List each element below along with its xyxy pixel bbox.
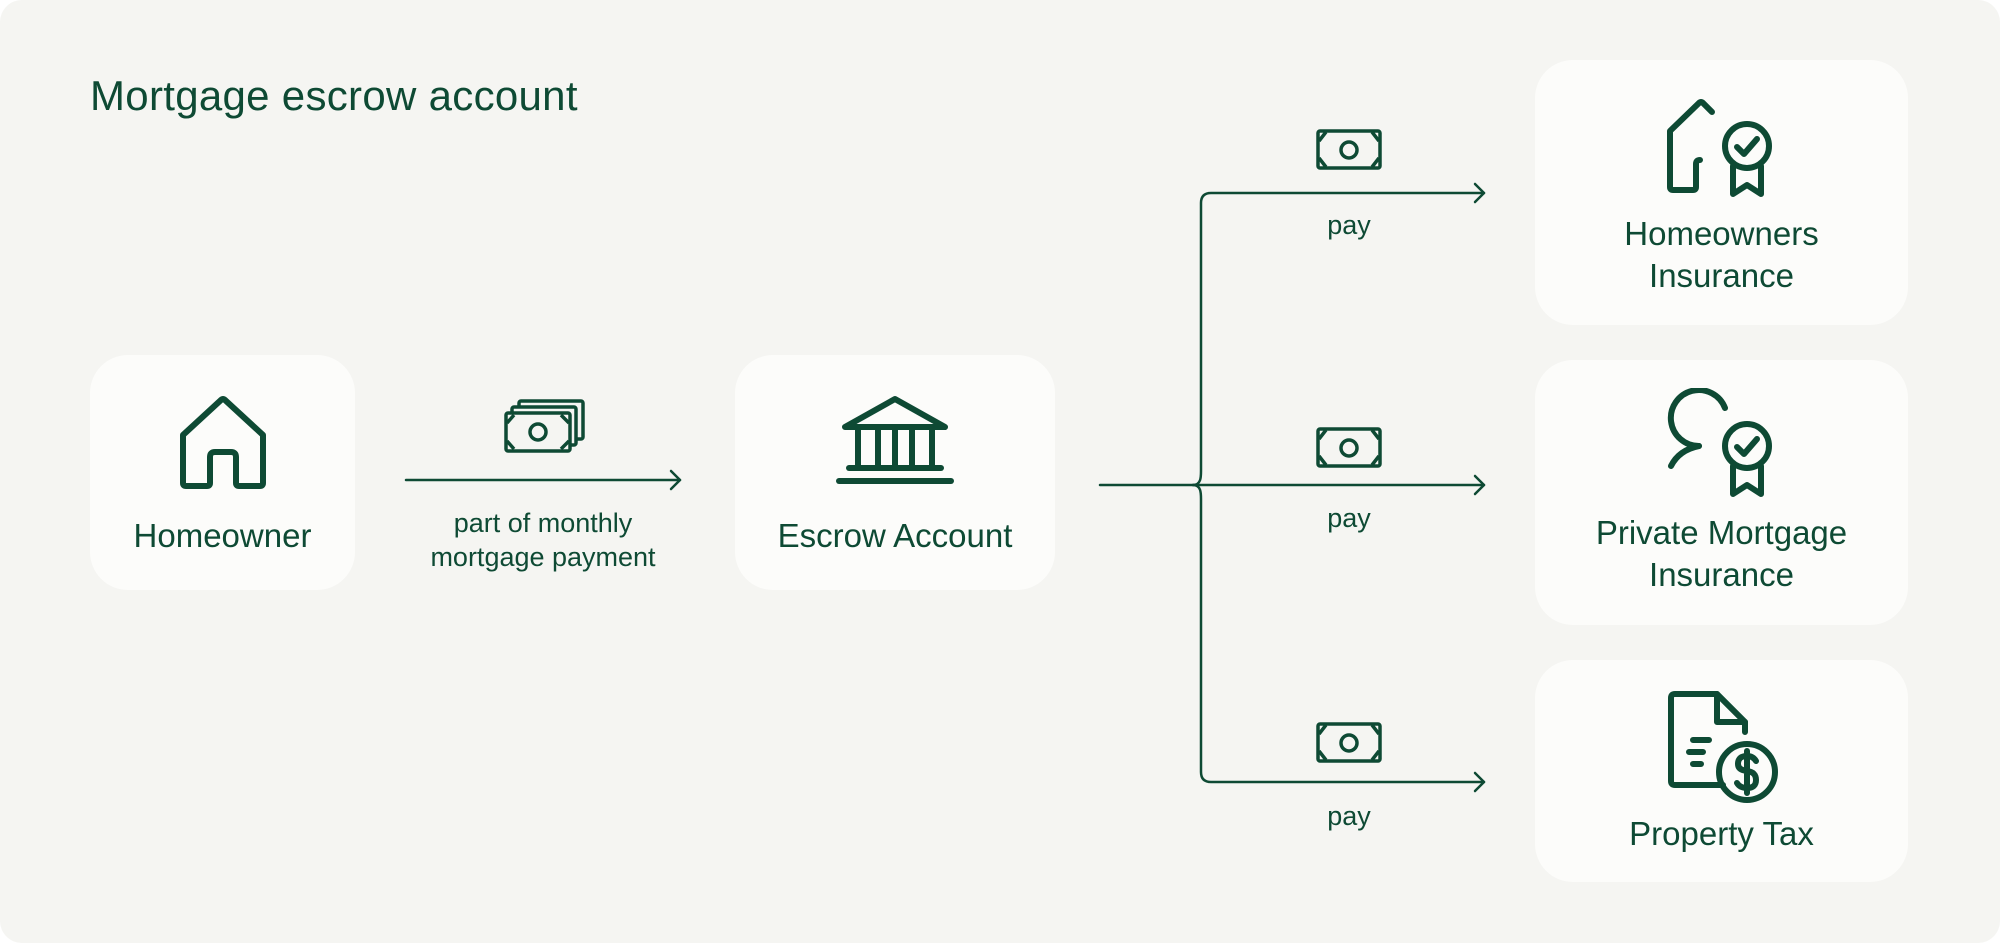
pay-top-label: pay	[1327, 210, 1371, 240]
homeowners-insurance-label-line2: Insurance	[1649, 257, 1794, 294]
deposit-caption-line1: part of monthly	[453, 508, 633, 538]
escrow-account-card: Escrow Account	[735, 355, 1055, 590]
escrow-account-label: Escrow Account	[777, 517, 1013, 554]
homeowner-label: Homeowner	[133, 517, 312, 554]
house-icon	[180, 396, 266, 489]
deposit-caption-line2: mortgage payment	[430, 542, 656, 572]
pay-bottom-label: pay	[1327, 801, 1371, 831]
pay-bottom-branch-line	[1191, 483, 1486, 784]
pmi-label-line2: Insurance	[1649, 556, 1794, 593]
tax-document-icon	[1668, 691, 1778, 803]
property-tax-card: Property Tax	[1535, 660, 1908, 882]
pay-top-branch-line	[1191, 191, 1486, 487]
homeowners-insurance-card: Homeowners Insurance	[1535, 60, 1908, 325]
homeowner-card: Homeowner	[90, 355, 355, 590]
private-mortgage-insurance-card: Private Mortgage Insurance	[1535, 360, 1908, 625]
diagram-title: Mortgage escrow account	[90, 72, 578, 119]
pay-mid-arrowhead	[1473, 474, 1486, 496]
house-badge-icon	[1667, 99, 1772, 197]
property-tax-label: Property Tax	[1629, 815, 1814, 852]
pay-top-arrowhead	[1473, 182, 1486, 204]
bank-icon	[836, 396, 954, 484]
deposit-arrowhead	[669, 469, 682, 491]
person-badge-icon	[1667, 388, 1772, 497]
pay-bottom-arrowhead	[1473, 771, 1486, 793]
pmi-label-line1: Private Mortgage	[1595, 514, 1848, 551]
pay-mid-label: pay	[1327, 503, 1371, 533]
homeowners-insurance-label-line1: Homeowners	[1624, 215, 1819, 252]
